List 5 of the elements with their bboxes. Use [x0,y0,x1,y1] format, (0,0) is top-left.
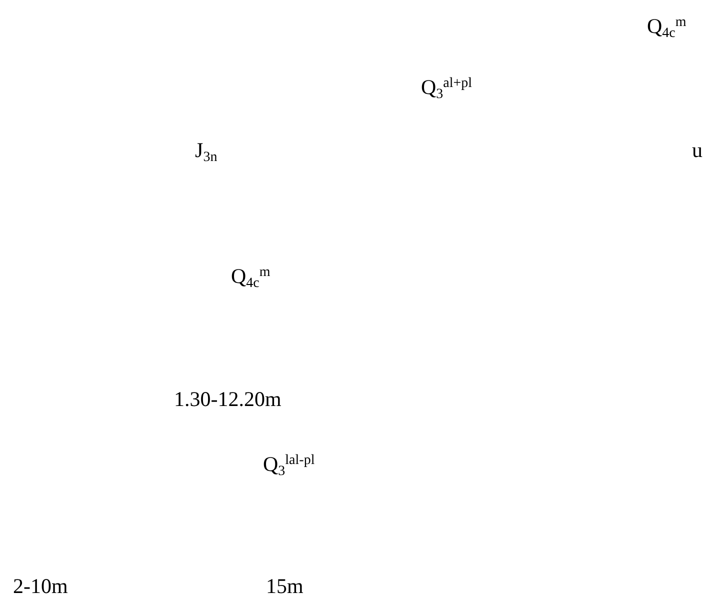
depth-label: 2-10m [13,573,68,600]
formation-label: J$_{3n}$ [195,137,218,164]
formation-label: u [692,137,702,164]
depth-label: 1.30-12.20m [174,386,282,413]
depth-label: 15m [266,573,304,600]
